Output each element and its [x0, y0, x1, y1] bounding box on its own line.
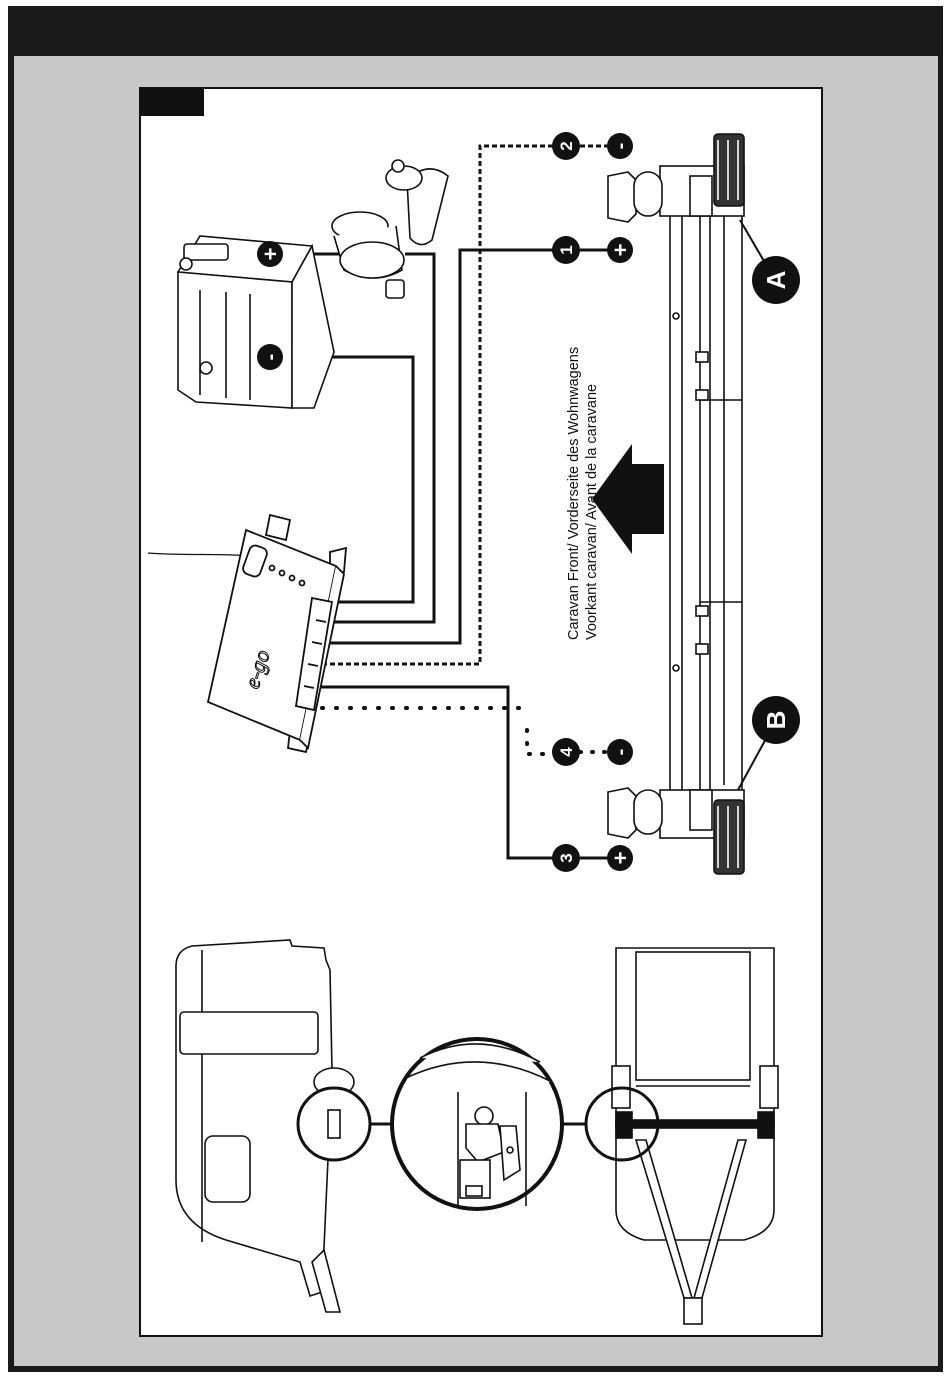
- polarity-battery-plus: +: [257, 241, 283, 267]
- axle-bolt-2: [673, 665, 679, 671]
- badge-4-label: 4: [557, 747, 576, 757]
- chassis-axle-bar: [616, 1120, 774, 1128]
- drive-a-motor-cap: [608, 172, 636, 222]
- battery: [178, 236, 334, 408]
- control-unit-led-4: [300, 581, 305, 586]
- isolator-cap: [386, 166, 422, 190]
- polarity-2-minus: -: [607, 133, 633, 159]
- polarity-4-label: -: [610, 749, 632, 756]
- polarity-3-plus: +: [607, 845, 633, 871]
- polarity-2-label: -: [610, 143, 632, 150]
- axle-clamp-2: [696, 390, 708, 400]
- polarity-battery-plus-label: +: [258, 248, 283, 261]
- caravan-window: [180, 1012, 318, 1054]
- polarity-4-minus: -: [607, 739, 633, 765]
- battery-handle: [184, 244, 228, 260]
- battery-front-face: [178, 272, 292, 408]
- drive-b-bracket: [690, 790, 712, 830]
- polarity-battery-minus-label: -: [260, 354, 282, 361]
- callout-a: A: [752, 256, 800, 304]
- battery-terminal-post-a: [180, 258, 192, 270]
- badge-terminal-2: 2: [552, 132, 580, 160]
- isolator-base: [340, 242, 404, 278]
- control-unit-led-2: [280, 571, 285, 576]
- drive-a-motor: [634, 172, 662, 216]
- chassis-frame-inner: [636, 952, 750, 1080]
- control-unit-led-1: [270, 566, 275, 571]
- axle-clamp-1: [696, 352, 708, 362]
- callout-b-label: B: [761, 711, 791, 730]
- badge-2-label: 2: [557, 141, 576, 150]
- drive-b-motor: [634, 790, 662, 834]
- magnified-bolt: [507, 1147, 513, 1153]
- badge-terminal-4: 4: [552, 738, 580, 766]
- badge-terminal-1: 1: [552, 236, 580, 264]
- callout-b: B: [752, 696, 800, 744]
- axle-tube-outer: [670, 200, 742, 800]
- panel-tab: [140, 88, 204, 116]
- callout-a-label: A: [761, 270, 791, 289]
- badge-3-label: 3: [557, 853, 576, 862]
- drive-a-bracket: [690, 176, 712, 216]
- magnified-detail: [392, 1039, 562, 1209]
- isolator-cap-knob: [392, 160, 404, 172]
- caravan-door-window: [205, 1136, 250, 1202]
- magnified-pivot: [475, 1107, 493, 1125]
- axle-clamp-3: [696, 606, 708, 616]
- control-unit-mount-top: [266, 515, 290, 540]
- badge-terminal-3: 3: [552, 844, 580, 872]
- polarity-1-label: +: [608, 244, 633, 257]
- chassis-drive-right: [758, 1112, 774, 1138]
- caravan-detail-unit: [328, 1110, 340, 1138]
- chassis-drive-left: [616, 1112, 632, 1138]
- control-unit-led-3: [290, 576, 295, 581]
- badge-1-label: 1: [557, 245, 576, 254]
- battery-terminal-post-b: [200, 362, 212, 374]
- caption-line-2: Voorkant caravan/ Avant de la caravane: [584, 384, 600, 640]
- axle-bolt-1: [673, 313, 679, 319]
- isolator-stud: [386, 280, 404, 298]
- chassis-coupling: [684, 1298, 702, 1324]
- axle-clamp-4: [696, 644, 708, 654]
- polarity-1-plus: +: [607, 237, 633, 263]
- drive-b-motor-cap: [608, 788, 636, 838]
- polarity-battery-minus: -: [257, 344, 283, 370]
- caption-line-1: Caravan Front/ Vorderseite des Wohnwagen…: [566, 347, 582, 640]
- polarity-3-label: +: [608, 852, 633, 865]
- magnified-motor-label: [466, 1186, 482, 1196]
- chassis-wheel-right: [760, 1066, 778, 1108]
